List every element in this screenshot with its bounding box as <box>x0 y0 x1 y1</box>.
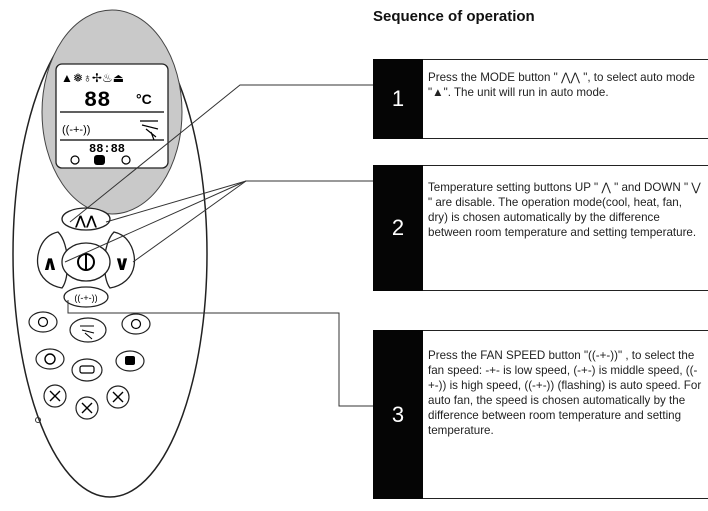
swing-button[interactable] <box>69 317 107 343</box>
step-text: Temperature setting buttons UP " ⋀ " and… <box>423 165 708 291</box>
step-number: 2 <box>373 165 423 291</box>
lcd-timer-icons <box>70 155 131 165</box>
svg-text:⋀⋀: ⋀⋀ <box>75 213 97 228</box>
sleep-button[interactable] <box>115 350 145 372</box>
power-button[interactable] <box>61 242 111 282</box>
svg-text:∧: ∧ <box>42 253 58 275</box>
step-text: Press the FAN SPEED button "((-+-))" , t… <box>423 330 708 499</box>
leader-lines <box>64 84 373 407</box>
step-number: 3 <box>373 330 423 499</box>
step-3: 3 Press the FAN SPEED button "((-+-))" ,… <box>373 330 708 499</box>
lcd-time: 88:88 <box>89 142 125 156</box>
step-1: 1 Press the MODE button " ⋀⋀ ", to selec… <box>373 59 708 139</box>
cancel-button-right[interactable] <box>106 385 130 409</box>
indicator-dot <box>35 417 41 423</box>
step-text: Press the MODE button " ⋀⋀ ", to select … <box>423 59 708 139</box>
turbo-button[interactable] <box>71 358 103 382</box>
step-2: 2 Temperature setting buttons UP " ⋀ " a… <box>373 165 708 291</box>
lcd-screen <box>55 63 169 169</box>
timer-off-button[interactable] <box>121 313 151 335</box>
svg-text:((-+-)): ((-+-)) <box>74 293 97 303</box>
cancel-button-left[interactable] <box>43 384 67 408</box>
page-title: Sequence of operation <box>373 8 535 25</box>
swing-icon <box>140 120 159 141</box>
mode-button[interactable]: ⋀⋀ <box>61 207 111 231</box>
step-number: 1 <box>373 59 423 139</box>
cancel-button-center[interactable] <box>75 396 99 420</box>
clock-button[interactable] <box>35 348 65 370</box>
mode-icons: ▲❅♁✢♨⏏ <box>61 71 124 85</box>
lcd-unit: °C <box>136 91 152 107</box>
lcd-temperature: 88 <box>84 88 110 113</box>
svg-text:∨: ∨ <box>114 253 130 275</box>
timer-on-button[interactable] <box>28 311 58 333</box>
fan-speed-button[interactable]: ((-+-)) <box>63 286 109 308</box>
lcd-fan-symbol: ((-+-)) <box>62 124 90 136</box>
